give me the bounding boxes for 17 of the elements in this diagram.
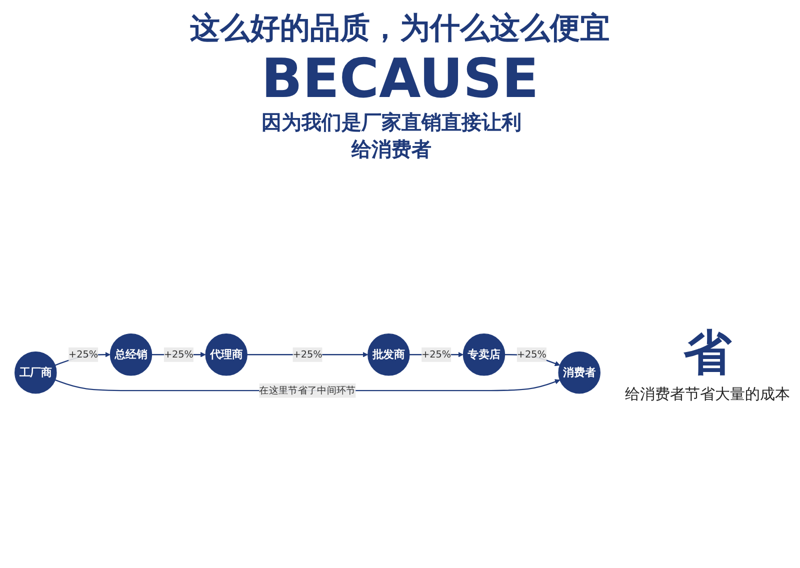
title: 这么好的品质，为什么这么便宜 bbox=[190, 10, 610, 48]
edge-label: +25% bbox=[422, 348, 452, 360]
node-circle: 批发商 bbox=[368, 333, 410, 376]
edge-label: +25% bbox=[516, 348, 546, 360]
node-circle: 消费者 bbox=[558, 351, 600, 394]
edge-label: +25% bbox=[292, 348, 322, 360]
edge-label: +25% bbox=[164, 348, 194, 360]
node-circle: 代理商 bbox=[205, 333, 248, 376]
node-circle: 总经销 bbox=[110, 333, 152, 376]
node-circle: 工厂商 bbox=[14, 351, 57, 394]
node-circle: 专卖店 bbox=[462, 333, 506, 376]
heading-text: BECAUSE bbox=[261, 49, 539, 109]
large-character: 省 bbox=[684, 327, 732, 379]
note-text: 给消费者节省大量的成本 bbox=[625, 385, 790, 404]
subtitle-text: 因为我们是厂家直销直接让利给消费者 bbox=[261, 109, 522, 163]
edge-label: +25% bbox=[68, 348, 98, 360]
edge-label: 在这里节省了中间环节 bbox=[259, 384, 356, 396]
